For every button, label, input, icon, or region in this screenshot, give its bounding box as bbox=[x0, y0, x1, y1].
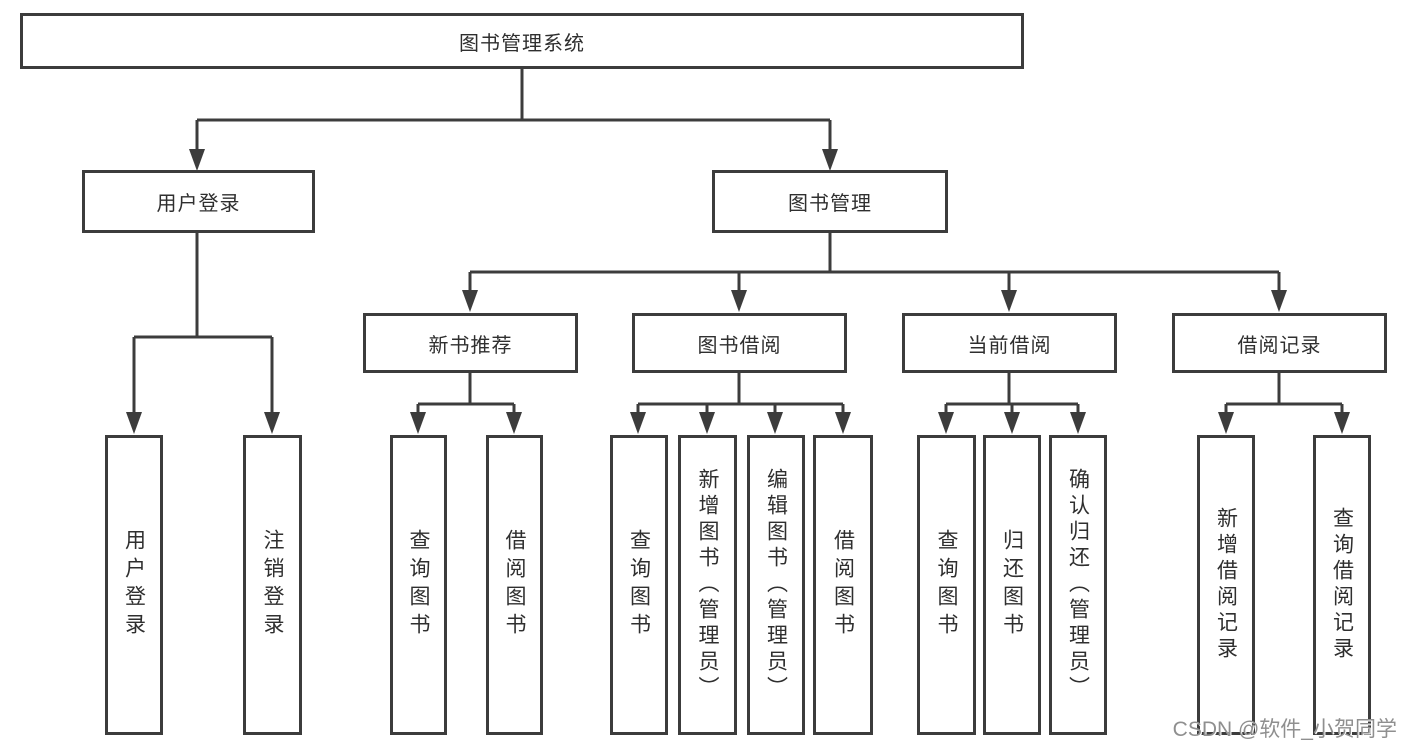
leaf-edit-books-admin-label: 编辑图书（管理员） bbox=[764, 468, 788, 702]
leaf-return-books-label: 归还图书 bbox=[1000, 529, 1024, 641]
node-user-login-label: 用户登录 bbox=[156, 193, 241, 215]
wire-new-book-split bbox=[410, 373, 522, 434]
node-user-login: 用户登录 bbox=[82, 170, 315, 233]
wire-book-borrowing-split bbox=[630, 373, 851, 434]
leaf-query-books-current-label: 查询图书 bbox=[935, 529, 958, 641]
node-book-borrowing: 图书借阅 bbox=[632, 313, 847, 373]
leaf-borrow-books-borrowing-label: 借阅图书 bbox=[831, 529, 855, 641]
leaf-edit-books-admin: 编辑图书（管理员） bbox=[747, 435, 805, 735]
wire-book-management-split bbox=[462, 233, 1287, 312]
leaf-add-books-admin-label: 新增图书（管理员） bbox=[696, 468, 719, 702]
leaf-confirm-return-admin: 确认归还（管理员） bbox=[1049, 435, 1107, 735]
leaf-query-borrow-record: 查询借阅记录 bbox=[1313, 435, 1371, 735]
leaf-query-books-recommend-label: 查询图书 bbox=[407, 529, 430, 641]
leaf-user-login-label: 用户登录 bbox=[122, 529, 146, 641]
wire-user-login-split bbox=[126, 233, 280, 434]
leaf-user-login: 用户登录 bbox=[105, 435, 163, 735]
leaf-query-books-recommend: 查询图书 bbox=[390, 435, 447, 735]
leaf-add-books-admin: 新增图书（管理员） bbox=[678, 435, 737, 735]
node-root-label: 图书管理系统 bbox=[459, 32, 585, 55]
node-borrowing-records: 借阅记录 bbox=[1172, 313, 1387, 373]
node-new-book-recommend: 新书推荐 bbox=[363, 313, 578, 373]
wire-root-split bbox=[189, 69, 838, 171]
leaf-add-borrow-record-label: 新增借阅记录 bbox=[1214, 507, 1238, 663]
leaf-borrow-books-borrowing: 借阅图书 bbox=[813, 435, 873, 735]
wire-current-borrowing-split bbox=[938, 373, 1086, 434]
node-book-borrowing-label: 图书借阅 bbox=[697, 334, 782, 357]
leaf-return-books: 归还图书 bbox=[983, 435, 1041, 735]
leaf-confirm-return-admin-label: 确认归还（管理员） bbox=[1066, 468, 1090, 702]
leaf-query-books-borrowing: 查询图书 bbox=[610, 435, 668, 735]
watermark-text: CSDN @软件_小贺同学 bbox=[1172, 718, 1397, 741]
node-book-management: 图书管理 bbox=[712, 170, 948, 233]
node-current-borrowing-label: 当前借阅 bbox=[967, 334, 1052, 357]
node-book-management-label: 图书管理 bbox=[788, 193, 872, 215]
leaf-query-books-current: 查询图书 bbox=[917, 435, 976, 735]
node-borrowing-records-label: 借阅记录 bbox=[1237, 334, 1322, 357]
leaf-query-books-borrowing-label: 查询图书 bbox=[627, 529, 651, 641]
node-current-borrowing: 当前借阅 bbox=[902, 313, 1117, 373]
leaf-logout-login-label: 注销登录 bbox=[261, 529, 284, 641]
wire-borrowing-records-split bbox=[1218, 373, 1350, 434]
node-root: 图书管理系统 bbox=[20, 13, 1024, 69]
leaf-borrow-books-recommend-label: 借阅图书 bbox=[503, 529, 526, 641]
leaf-add-borrow-record: 新增借阅记录 bbox=[1197, 435, 1255, 735]
leaf-logout-login: 注销登录 bbox=[243, 435, 302, 735]
leaf-borrow-books-recommend: 借阅图书 bbox=[486, 435, 543, 735]
node-new-book-recommend-label: 新书推荐 bbox=[428, 334, 513, 357]
leaf-query-borrow-record-label: 查询借阅记录 bbox=[1330, 507, 1354, 663]
